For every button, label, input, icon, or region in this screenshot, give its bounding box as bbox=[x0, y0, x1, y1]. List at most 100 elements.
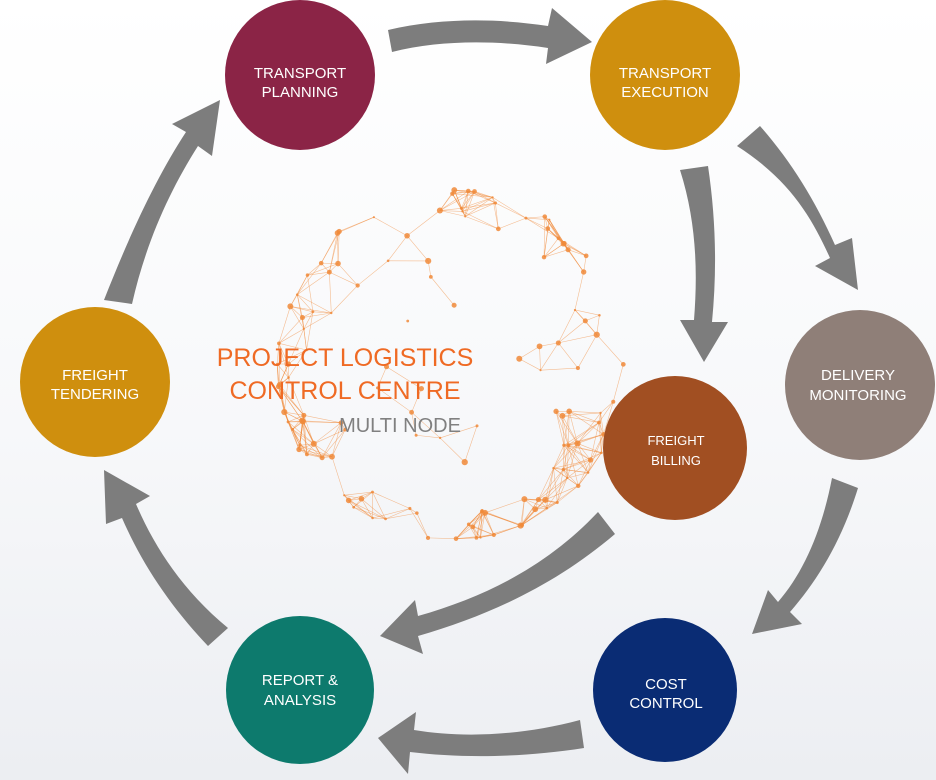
globe-node-dot bbox=[438, 436, 442, 440]
arrow-report-to-tendering bbox=[104, 470, 228, 646]
globe-link bbox=[543, 238, 559, 258]
globe-link bbox=[303, 415, 342, 424]
globe-link bbox=[545, 468, 554, 500]
globe-link bbox=[525, 216, 545, 219]
globe-link bbox=[377, 387, 412, 413]
globe-node-dot bbox=[371, 516, 374, 520]
globe-link bbox=[521, 499, 525, 526]
globe-node-dot bbox=[566, 408, 573, 415]
globe-link bbox=[546, 477, 568, 509]
globe-link bbox=[567, 477, 579, 487]
globe-node-dot bbox=[302, 327, 305, 331]
globe-node-dot bbox=[318, 260, 324, 266]
globe-node-dot bbox=[583, 253, 589, 259]
globe-node-dot bbox=[620, 362, 626, 367]
globe-link bbox=[590, 422, 600, 461]
node-circle bbox=[785, 310, 935, 460]
title-line-2: CONTROL CENTRE bbox=[229, 377, 460, 405]
globe-link bbox=[303, 311, 314, 330]
globe-link bbox=[292, 429, 323, 458]
globe-link bbox=[456, 537, 477, 539]
globe-node-dot bbox=[532, 506, 539, 513]
globe-link bbox=[372, 517, 386, 520]
globe-link bbox=[543, 216, 546, 258]
globe-link bbox=[577, 443, 602, 454]
globe-link bbox=[568, 411, 570, 446]
globe-link bbox=[313, 443, 333, 457]
globe-link bbox=[303, 421, 342, 424]
node-label-line1: TRANSPORT bbox=[619, 65, 711, 82]
globe-link bbox=[465, 202, 496, 217]
globe-link bbox=[543, 243, 565, 258]
globe-link bbox=[307, 275, 314, 312]
globe-link bbox=[297, 271, 330, 295]
globe-node-dot bbox=[545, 226, 551, 231]
globe-node-dot bbox=[565, 247, 571, 253]
globe-link bbox=[574, 309, 600, 316]
globe-link bbox=[476, 510, 483, 538]
globe-link bbox=[596, 315, 600, 335]
globe-node-dot bbox=[336, 228, 342, 235]
globe-node-dot bbox=[450, 191, 455, 196]
globe-link bbox=[567, 249, 584, 273]
globe-link bbox=[287, 421, 314, 445]
globe-node-dot bbox=[542, 496, 549, 503]
globe-node-dot bbox=[475, 424, 479, 428]
globe-link bbox=[472, 512, 486, 528]
globe-link bbox=[303, 328, 307, 351]
globe-link bbox=[476, 534, 494, 539]
globe-node-dot bbox=[474, 535, 479, 540]
globe-link bbox=[278, 343, 289, 378]
globe-link bbox=[357, 260, 389, 286]
node-circle bbox=[593, 618, 737, 762]
globe-link bbox=[296, 294, 305, 329]
globe-node-dot bbox=[542, 214, 548, 219]
globe-link bbox=[564, 243, 587, 257]
globe-link bbox=[543, 219, 550, 258]
node-freight-billing: FREIGHT BILLING bbox=[603, 376, 747, 520]
globe-link bbox=[385, 512, 417, 520]
node-circle bbox=[225, 0, 375, 150]
globe-link bbox=[297, 294, 314, 313]
globe-node-dot bbox=[453, 536, 459, 541]
globe-link bbox=[498, 217, 527, 230]
globe-link bbox=[439, 193, 453, 211]
globe-link bbox=[329, 272, 332, 314]
globe-link bbox=[329, 231, 340, 273]
globe-link bbox=[538, 477, 568, 500]
globe-node-dot bbox=[414, 433, 418, 437]
globe-link bbox=[297, 262, 322, 295]
globe-link bbox=[279, 384, 289, 422]
globe-link bbox=[331, 429, 346, 457]
globe-node-dot bbox=[470, 524, 476, 530]
globe-link bbox=[331, 285, 358, 314]
globe-node-dot bbox=[291, 427, 295, 431]
globe-link bbox=[337, 231, 340, 264]
globe-link bbox=[439, 210, 466, 217]
globe-link bbox=[563, 452, 602, 470]
globe-link bbox=[539, 342, 559, 347]
node-label-line2: TENDERING bbox=[51, 386, 139, 403]
globe-node-dot bbox=[576, 483, 581, 489]
globe-link bbox=[525, 217, 548, 229]
globe-link bbox=[568, 444, 602, 454]
globe-node-dot bbox=[600, 451, 603, 455]
globe-link bbox=[577, 334, 598, 369]
globe-link bbox=[303, 312, 332, 330]
globe-link bbox=[568, 249, 587, 257]
globe-link bbox=[331, 422, 342, 457]
globe-link bbox=[539, 346, 541, 371]
globe-link bbox=[307, 263, 339, 276]
globe-node-dot bbox=[464, 215, 467, 218]
globe-node-dot bbox=[582, 318, 588, 324]
node-freight-tendering: FREIGHT TENDERING bbox=[20, 307, 170, 457]
globe-link bbox=[557, 485, 579, 503]
globe-link bbox=[569, 411, 600, 423]
globe-link bbox=[558, 320, 586, 344]
globe-link bbox=[553, 468, 558, 503]
globe-node-dot bbox=[425, 535, 431, 540]
globe-link bbox=[568, 444, 589, 473]
globe-node-dot bbox=[358, 496, 365, 502]
globe-node-dot bbox=[343, 494, 346, 497]
globe-link bbox=[377, 366, 387, 388]
